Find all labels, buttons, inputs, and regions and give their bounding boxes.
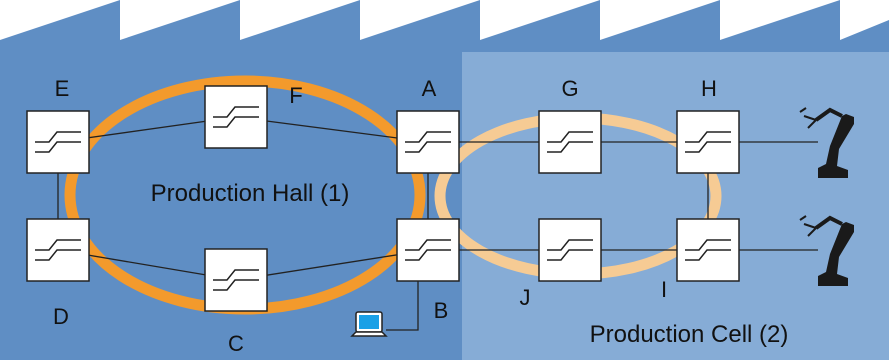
switch-icon — [685, 131, 731, 153]
switch-icon — [35, 131, 81, 153]
switch-icon — [685, 239, 731, 261]
switch-A[interactable] — [396, 110, 460, 174]
switch-I[interactable] — [676, 218, 740, 282]
switch-C-label: C — [228, 331, 244, 356]
switch-icon — [405, 131, 451, 153]
switch-E[interactable] — [26, 110, 90, 174]
switch-H-label: H — [701, 76, 717, 101]
switch-J-label: J — [520, 285, 531, 310]
production-cell-label: Production Cell (2) — [590, 321, 789, 348]
switch-J[interactable] — [538, 218, 602, 282]
switch-icon — [405, 239, 451, 261]
switch-E-label: E — [55, 76, 70, 101]
switch-G[interactable] — [538, 110, 602, 174]
switch-icon — [547, 239, 593, 261]
switch-F[interactable] — [204, 85, 268, 149]
switch-C[interactable] — [204, 248, 268, 312]
production-hall-label: Production Hall (1) — [151, 180, 350, 207]
switch-I-label: I — [661, 277, 667, 302]
link-C-B — [235, 249, 429, 281]
switch-A-label: A — [422, 76, 437, 101]
robot-arm-icon — [799, 107, 854, 178]
switch-D[interactable] — [26, 218, 90, 282]
switch-H[interactable] — [676, 110, 740, 174]
laptop-icon — [350, 311, 388, 337]
switch-icon — [213, 269, 259, 291]
switch-B-label: B — [434, 298, 449, 323]
production-cell-area — [462, 52, 889, 360]
laptop-link — [386, 273, 419, 331]
switch-icon — [35, 239, 81, 261]
switch-F-label: F — [289, 83, 302, 108]
link-F-A — [235, 116, 429, 143]
switch-icon — [213, 106, 259, 128]
switch-G-label: G — [561, 76, 578, 101]
switch-B[interactable] — [396, 218, 460, 282]
robot-arm-icon — [799, 215, 854, 286]
switch-icon — [547, 131, 593, 153]
switch-D-label: D — [53, 304, 69, 329]
